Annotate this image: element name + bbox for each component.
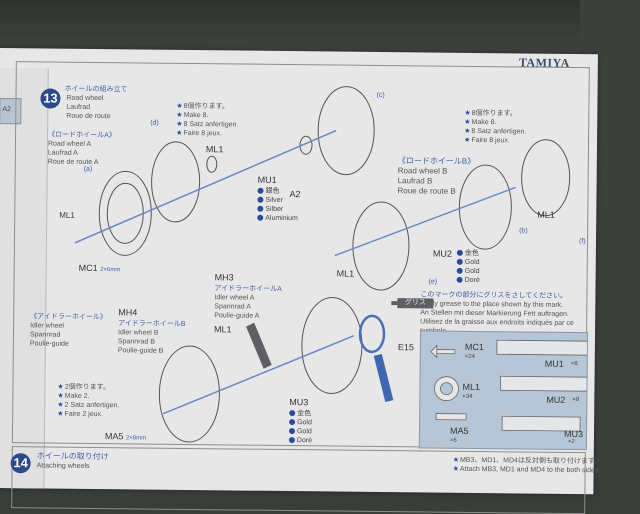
idler-en: Idler wheel: [30, 322, 64, 330]
label-ml1-middle: ML1: [336, 268, 355, 279]
road-wheel-a-en: Road wheel A: [47, 140, 92, 148]
callout-b: (b): [519, 227, 528, 235]
mc1-part: [430, 344, 438, 359]
axle-line-3: [162, 335, 355, 415]
idler-b-en: Idler wheel B: [117, 329, 159, 337]
parts-mu2-name: MU2: [546, 394, 566, 405]
make-b-fr: Faire 8 jeux.: [464, 136, 510, 145]
step13-title-fr: Roue de route: [66, 112, 111, 121]
mu3-colors: 金色 Gold Gold Doré: [288, 409, 313, 445]
callout-f: (f): [578, 238, 586, 246]
road-wheel-a-de: Laufrad A: [47, 149, 78, 157]
step13-title-en: Road wheel: [66, 94, 104, 103]
road-wheel-c: [317, 86, 375, 176]
label-mu3: MU3: [289, 397, 309, 408]
parts-drawings: [430, 339, 588, 432]
parts-box: MC1 ×24 ML1 ×34 MA5 ×6 MU1 ×8 MU2 ×8 MU3…: [418, 330, 589, 451]
ml1-hole: [440, 382, 453, 396]
idler-de: Spannrad: [29, 331, 61, 339]
callout-d: (d): [150, 119, 159, 127]
label-mh4: MH4: [118, 307, 138, 318]
grease-tube-icon-2: [246, 322, 272, 369]
step-14-badge: 14: [10, 453, 31, 474]
road-wheel-b-de: Laufrad B: [397, 176, 433, 186]
step14-title-en: Attaching wheels: [36, 462, 90, 470]
wheel-diagram: [74, 86, 571, 443]
parts-mu1-qty: ×8: [570, 360, 578, 368]
grease-tube-icon: [373, 354, 394, 403]
road-wheel-f: [521, 139, 571, 217]
road-wheel-b-fr: Roue de route B: [397, 186, 456, 196]
step14-frame: 14 ホイールの取り付け Attaching wheels MB3、MD1、MD…: [10, 446, 601, 514]
road-wheel-e: [352, 201, 410, 291]
road-wheel-a-inner: [106, 182, 144, 244]
parts-ma5-qty: ×6: [449, 437, 457, 444]
e15-ring: [358, 314, 386, 354]
make-a-fr: Faire 8 jeux.: [176, 129, 222, 138]
road-wheel-d: [151, 141, 201, 223]
mu3-part: [501, 415, 581, 432]
label-mu1: MU1: [257, 174, 277, 185]
make-2-fr: Faire 2 jeux.: [57, 410, 103, 419]
make-b-en: Make 8.: [464, 118, 496, 127]
step-13-badge: 13: [40, 88, 61, 109]
make-a-en: Make 8.: [176, 111, 209, 120]
mu2-colors: 金色 Gold Gold Doré: [456, 249, 481, 285]
road-wheel-a-outer: [98, 170, 152, 256]
parts-mu1-name: MU1: [544, 358, 564, 369]
idler-b-de: Spannrad B: [117, 338, 155, 346]
mu2-part: [500, 375, 588, 392]
label-mu2: MU2: [432, 248, 452, 259]
callout-a: (a): [83, 165, 93, 173]
label-ml1-left: ML1: [59, 210, 75, 220]
callout-c: (c): [376, 91, 385, 100]
step14-title-jp: ホイールの取り付け: [36, 451, 109, 462]
idler-wheel-b: [158, 345, 220, 443]
road-wheel-b: [458, 164, 512, 250]
parts-mu2-qty: ×8: [572, 397, 580, 404]
grease-tag: グリス: [397, 298, 434, 309]
parts-ml1-qty: ×34: [462, 393, 473, 400]
ma5-part: [435, 413, 467, 421]
step14-note-en: Attach MB3, MD1 and MD4 to the both side…: [453, 465, 601, 476]
parts-mu3-qty: ×2: [567, 438, 575, 446]
parts-ml1-name: ML1: [462, 381, 481, 393]
label-ml1-right: ML1: [537, 209, 555, 220]
instruction-page: A2 TAMIYA: [0, 48, 601, 514]
ml1-washer: [206, 155, 218, 173]
make-2-en: Make 2.: [57, 392, 90, 401]
step13-frame: 13 ホイールの組み立て Road wheel Laufrad Roue de …: [11, 61, 590, 450]
label-ma5: MA5 2×8mm: [104, 431, 147, 442]
idler-fr: Poulie-guide: [29, 340, 69, 348]
idler-a-de: Spannrad A: [214, 303, 251, 311]
label-ml1-idler: ML1: [214, 324, 232, 335]
mu1-part: [496, 339, 588, 356]
label-mc1: MC1 2×6mm: [78, 262, 121, 274]
axle-line-1: [74, 129, 337, 244]
washer-a2: [299, 135, 313, 155]
mc1-shank: [436, 349, 456, 355]
axle-line-2: [334, 186, 516, 257]
idler-a-en: Idler wheel A: [214, 294, 255, 302]
parts-mu3-name: MU3: [563, 428, 584, 440]
road-wheel-b-jp: 《ロードホイールB》: [397, 156, 476, 166]
label-mh3: MH3: [214, 272, 234, 283]
idler-b-fr: Poulie-guide B: [117, 347, 164, 355]
label-ml1-top: ML1: [205, 144, 224, 155]
step13-title-de: Laufrad: [66, 103, 91, 111]
callout-e: (e): [428, 278, 438, 286]
road-wheel-b-en: Road wheel B: [397, 166, 448, 176]
idler-a-fr: Poulie-guide A: [214, 312, 260, 320]
parts-mc1-name: MC1: [464, 341, 484, 353]
parts-mc1-qty: ×24: [464, 353, 476, 360]
parts-ma5-name: MA5: [449, 425, 469, 436]
label-e15: E15: [397, 342, 414, 353]
mu1-colors: 銀色 Silver Silber Aluminium: [257, 187, 298, 223]
